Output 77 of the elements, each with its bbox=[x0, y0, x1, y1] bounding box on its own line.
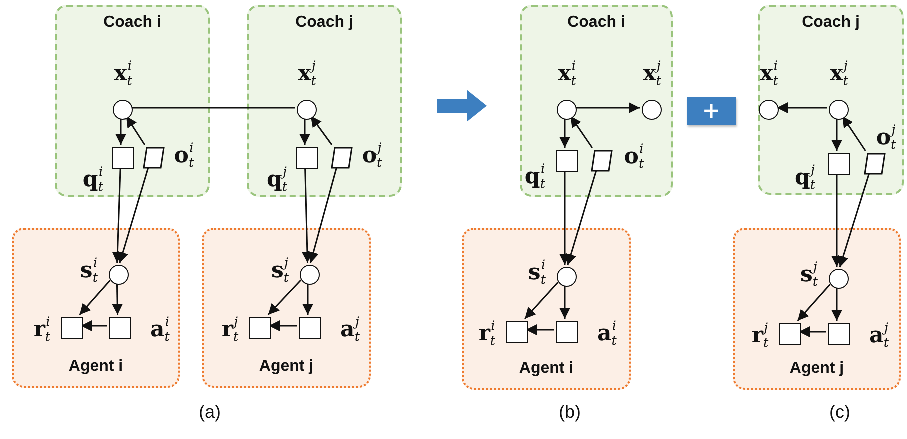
arrow bbox=[112, 282, 124, 316]
box-title: Coach j bbox=[294, 14, 354, 32]
state-circle bbox=[759, 100, 779, 120]
parallelogram-node bbox=[143, 147, 165, 169]
box-title: Coach i bbox=[566, 14, 626, 32]
square-node bbox=[61, 317, 83, 339]
arrow bbox=[575, 102, 640, 114]
arrow bbox=[832, 287, 842, 321]
arrow bbox=[526, 324, 554, 336]
parallelogram-node bbox=[591, 150, 613, 172]
box-title: Agent i bbox=[518, 360, 575, 378]
state-circle bbox=[829, 100, 849, 120]
square-node bbox=[506, 321, 528, 343]
square-node bbox=[556, 150, 578, 172]
connector-line bbox=[131, 107, 295, 109]
square-node bbox=[828, 153, 850, 175]
panel-label: (b) bbox=[559, 402, 581, 423]
arrow bbox=[832, 173, 842, 267]
arrow bbox=[81, 320, 107, 332]
square-node bbox=[109, 317, 131, 339]
state-circle bbox=[829, 269, 849, 289]
parallelogram-node bbox=[864, 153, 886, 175]
coach-box bbox=[55, 5, 210, 197]
arrow bbox=[112, 166, 124, 264]
square-node bbox=[779, 323, 801, 345]
arrow bbox=[118, 166, 150, 264]
square-node bbox=[112, 147, 134, 169]
arrow bbox=[302, 283, 314, 315]
arrow bbox=[79, 280, 111, 316]
square-node bbox=[296, 147, 318, 169]
box-title: Agent j bbox=[258, 358, 315, 376]
arrow bbox=[560, 118, 570, 148]
arrow bbox=[310, 116, 333, 146]
state-circle bbox=[297, 100, 317, 120]
coach-box bbox=[247, 5, 402, 197]
box-title: Coach i bbox=[102, 14, 162, 32]
arrow bbox=[570, 116, 594, 148]
state-circle bbox=[300, 265, 320, 285]
arrow bbox=[797, 284, 831, 322]
arrow bbox=[308, 166, 338, 264]
arrow bbox=[300, 118, 310, 145]
state-circle bbox=[642, 100, 662, 120]
state-circle bbox=[109, 265, 129, 285]
state-circle bbox=[557, 100, 577, 120]
arrow bbox=[560, 285, 570, 319]
agent-box bbox=[12, 228, 180, 388]
agent-box bbox=[733, 228, 901, 390]
arrow bbox=[302, 166, 313, 264]
agent-box bbox=[202, 228, 371, 388]
arrow bbox=[832, 118, 842, 151]
arrow bbox=[566, 170, 598, 266]
arrow bbox=[560, 170, 570, 265]
state-circle bbox=[113, 100, 133, 120]
parallelogram-node bbox=[331, 147, 353, 169]
square-node bbox=[299, 317, 321, 339]
arrow bbox=[524, 282, 559, 320]
arrow bbox=[116, 118, 126, 145]
coach-box bbox=[758, 5, 904, 195]
arrow bbox=[842, 116, 866, 152]
arrow bbox=[777, 102, 827, 114]
plus-box: + bbox=[687, 97, 736, 125]
arrow bbox=[799, 326, 826, 338]
square-node bbox=[556, 321, 578, 343]
coach-box bbox=[520, 5, 673, 197]
box-title: Coach j bbox=[801, 14, 861, 32]
arrow bbox=[268, 280, 302, 316]
panel-label: (a) bbox=[199, 402, 221, 423]
square-node bbox=[249, 317, 271, 339]
state-circle bbox=[557, 267, 577, 287]
box-title: Agent j bbox=[788, 360, 846, 378]
panel-label: (c) bbox=[830, 402, 850, 423]
square-node bbox=[828, 323, 850, 345]
box-title: Agent i bbox=[68, 358, 124, 376]
arrow bbox=[838, 172, 870, 268]
agent-box bbox=[462, 228, 631, 390]
arrow bbox=[126, 116, 146, 146]
arrow bbox=[269, 320, 297, 332]
